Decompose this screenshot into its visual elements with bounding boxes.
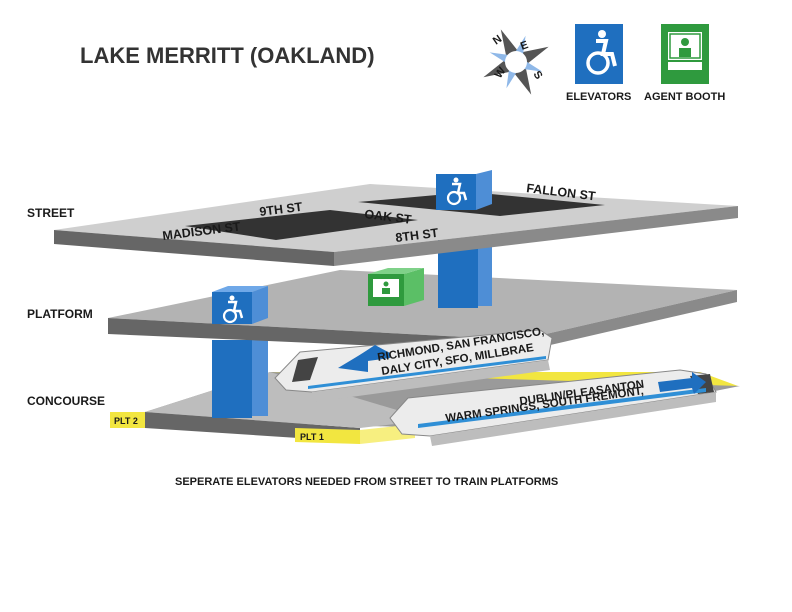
level-label-street: STREET xyxy=(27,206,75,220)
legend-elevators-label: ELEVATORS xyxy=(566,91,631,103)
elevator-platform-icon xyxy=(212,286,268,324)
train-dublin xyxy=(389,369,717,446)
footnote: SEPERATE ELEVATORS NEEDED FROM STREET TO… xyxy=(175,476,558,488)
plt2-marker xyxy=(110,412,145,428)
compass-icon: N E S W xyxy=(483,29,549,95)
legend-agent-booth-label: AGENT BOOTH xyxy=(644,91,725,103)
level-label-concourse: CONCOURSE xyxy=(27,394,105,408)
plt1-marker xyxy=(295,428,360,444)
legend-elevator-icon xyxy=(575,24,623,84)
level-label-platform: PLATFORM xyxy=(27,307,93,321)
elevator-street-icon xyxy=(436,170,492,210)
train-dublin-arrow-icon xyxy=(658,372,706,394)
page-title: LAKE MERRITT (OAKLAND) xyxy=(80,43,375,68)
agent-booth-platform-icon xyxy=(368,268,424,306)
street-label-eighth: 8TH ST xyxy=(395,226,440,245)
compass-south-label: S xyxy=(531,69,545,82)
elevator-shaft-left xyxy=(212,336,268,418)
street-label-ninth: 9TH ST xyxy=(259,200,304,219)
street-level xyxy=(54,184,738,266)
elevator-shaft-right xyxy=(438,236,492,308)
train-richmond xyxy=(274,329,553,402)
plt2-label: PLT 2 xyxy=(114,416,138,426)
street-block-left xyxy=(185,210,418,240)
legend-agent-booth-icon xyxy=(661,24,709,84)
street-label-oak: OAK ST xyxy=(364,207,413,227)
compass-east-label: E xyxy=(519,39,530,53)
plt1-label: PLT 1 xyxy=(300,432,324,442)
